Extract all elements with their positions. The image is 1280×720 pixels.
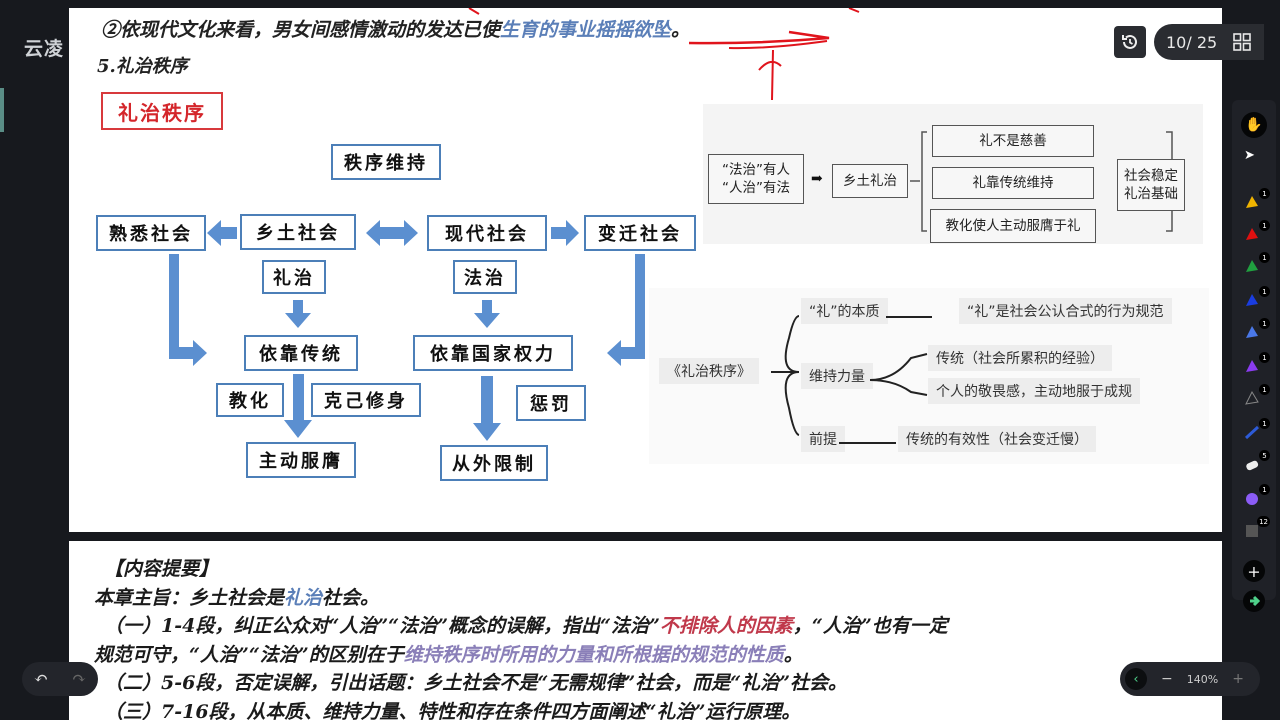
summary-text: 【内容提要】 本章主旨：乡土社会是礼治社会。 （一）1-4段，纠正公众对“人治”… xyxy=(94,555,948,720)
slide-text-line: ②依现代文化来看，男女间感情激动的发达已使生育的事业摇摇欲坠。 xyxy=(101,19,691,41)
summary-p1-cont: 规范可守，“人治”“法治”的区别在于维持秩序时所用的力量和所根据的规范的性质。 xyxy=(94,643,803,666)
mindmap-force: 维持力量 xyxy=(801,363,873,389)
text-tool-icon[interactable]: 12 xyxy=(1244,516,1270,542)
box-social-stability: 社会稳定礼治基础 xyxy=(1117,159,1185,211)
summary-p3: （三）7-16段，从本质、维持力量、特性和存在条件四方面阐述“礼治”运行原理。 xyxy=(104,700,801,720)
blue-pen-icon[interactable]: 1 xyxy=(1244,286,1270,312)
mindmap-essence-detail: “礼”是社会公认合式的行为规范 xyxy=(959,298,1172,324)
box-rites-tradition: 礼靠传统维持 xyxy=(932,167,1094,199)
lightblue-pen-icon[interactable]: 1 xyxy=(1244,318,1270,344)
slide-page: ②依现代文化来看，男女间感情激动的发达已使生育的事业摇摇欲坠。 5.礼治秩序 礼… xyxy=(69,8,1222,532)
zoom-out-button[interactable]: − xyxy=(1161,671,1173,687)
eraser-icon[interactable]: 5 xyxy=(1244,450,1270,476)
hand-tool-icon[interactable]: ✋ xyxy=(1241,112,1267,138)
zoom-level: 140% xyxy=(1186,672,1219,686)
box-law-and-rule: “法治”有人“人治”有法 xyxy=(708,154,804,204)
mindmap-root: 《礼治秩序》 xyxy=(659,358,759,384)
box-education: 教化 xyxy=(216,383,284,417)
summary-theme: 本章主旨：乡土社会是礼治社会。 xyxy=(94,586,380,609)
box-changing-society: 变迁社会 xyxy=(584,215,696,251)
box-self-discipline: 克己修身 xyxy=(311,383,421,417)
box-rural-rites: 乡土礼治 xyxy=(832,164,908,198)
mindmap-force-awe: 个人的敬畏感，主动地服于成规 xyxy=(928,378,1140,404)
history-icon xyxy=(1122,34,1137,49)
laser-pointer-icon[interactable]: 1 xyxy=(1244,384,1270,410)
mindmap-essence: “礼”的本质 xyxy=(801,298,888,324)
mindmap-premise-detail: 传统的有效性（社会变迁慢） xyxy=(898,426,1096,452)
box-rely-state-power: 依靠国家权力 xyxy=(413,335,573,371)
page-number: 10/ 25 xyxy=(1166,32,1218,52)
box-rites-not-charity: 礼不是慈善 xyxy=(932,125,1094,157)
summary-p1: （一）1-4段，纠正公众对“人治”“法治”概念的误解，指出“法治”不排除人的因素… xyxy=(104,615,948,637)
history-button[interactable] xyxy=(1114,26,1146,58)
zoom-controls: ‹ − 140% + xyxy=(1120,662,1260,696)
brand-label: 云凌 xyxy=(24,38,65,60)
green-arrow-icon xyxy=(1250,595,1260,607)
box-modern-society: 现代社会 xyxy=(427,215,547,251)
box-rural-society: 乡土社会 xyxy=(240,214,356,250)
red-pen-icon[interactable]: 1 xyxy=(1244,220,1270,246)
box-punishment: 惩罚 xyxy=(516,385,586,421)
box-rely-tradition: 依靠传统 xyxy=(244,335,358,371)
page-indicator[interactable]: 10/ 25 xyxy=(1154,24,1264,60)
section-heading: 5.礼治秩序 xyxy=(97,56,188,77)
add-icon[interactable]: + xyxy=(1243,560,1265,582)
right-toolbar: ✋ ➤ 1 1 1 1 1 1 1 1 5 1 12 + xyxy=(1232,100,1276,600)
mindmap-premise: 前提 xyxy=(801,426,845,452)
shape-tool-icon[interactable]: 1 xyxy=(1244,484,1270,510)
summary-page: 【内容提要】 本章主旨：乡土社会是礼治社会。 （一）1-4段，纠正公众对“人治”… xyxy=(69,541,1222,720)
back-button[interactable]: ‹ xyxy=(1125,668,1147,690)
title-box: 礼治秩序 xyxy=(101,92,223,130)
box-active-obedience: 主动服膺 xyxy=(246,442,356,478)
zoom-in-button[interactable]: + xyxy=(1232,671,1244,687)
red-annotation xyxy=(468,8,860,101)
box-order-maintenance: 秩序维持 xyxy=(331,144,441,180)
summary-p2: （二）5-6段，否定误解，引出话题：乡土社会不是“无需规律”社会，而是“礼治”社… xyxy=(104,672,848,694)
mindmap-connectors xyxy=(771,315,932,444)
mindmap-force-tradition: 传统（社会所累积的经验） xyxy=(928,345,1112,371)
pointer-tool-icon[interactable]: ➤ xyxy=(1244,148,1255,163)
grid-view-icon[interactable] xyxy=(1233,33,1252,51)
box-education-obedience: 教化使人主动服膺于礼 xyxy=(930,209,1096,243)
box-familiar-society: 熟悉社会 xyxy=(96,215,206,251)
box-rule-of-law: 法治 xyxy=(453,260,517,294)
yellow-highlighter-icon[interactable]: 1 xyxy=(1244,188,1270,214)
box-external-restriction: 从外限制 xyxy=(440,445,548,481)
collapse-toolbar-button[interactable] xyxy=(1243,590,1265,612)
left-edge-tab[interactable] xyxy=(0,88,4,132)
box-rule-of-rites: 礼治 xyxy=(262,260,326,294)
flow-arrows xyxy=(169,220,645,441)
undo-icon[interactable]: ↶ xyxy=(33,669,49,689)
green-pen-icon[interactable]: 1 xyxy=(1244,252,1270,278)
redo-icon[interactable]: ↷ xyxy=(71,669,87,689)
undo-redo-group: ↶ ↷ xyxy=(22,662,98,696)
right-arrow-icon: ➡ xyxy=(811,171,823,187)
line-tool-icon[interactable]: 1 xyxy=(1244,418,1270,444)
purple-pen-icon[interactable]: 1 xyxy=(1244,352,1270,378)
summary-heading: 【内容提要】 xyxy=(104,558,219,580)
